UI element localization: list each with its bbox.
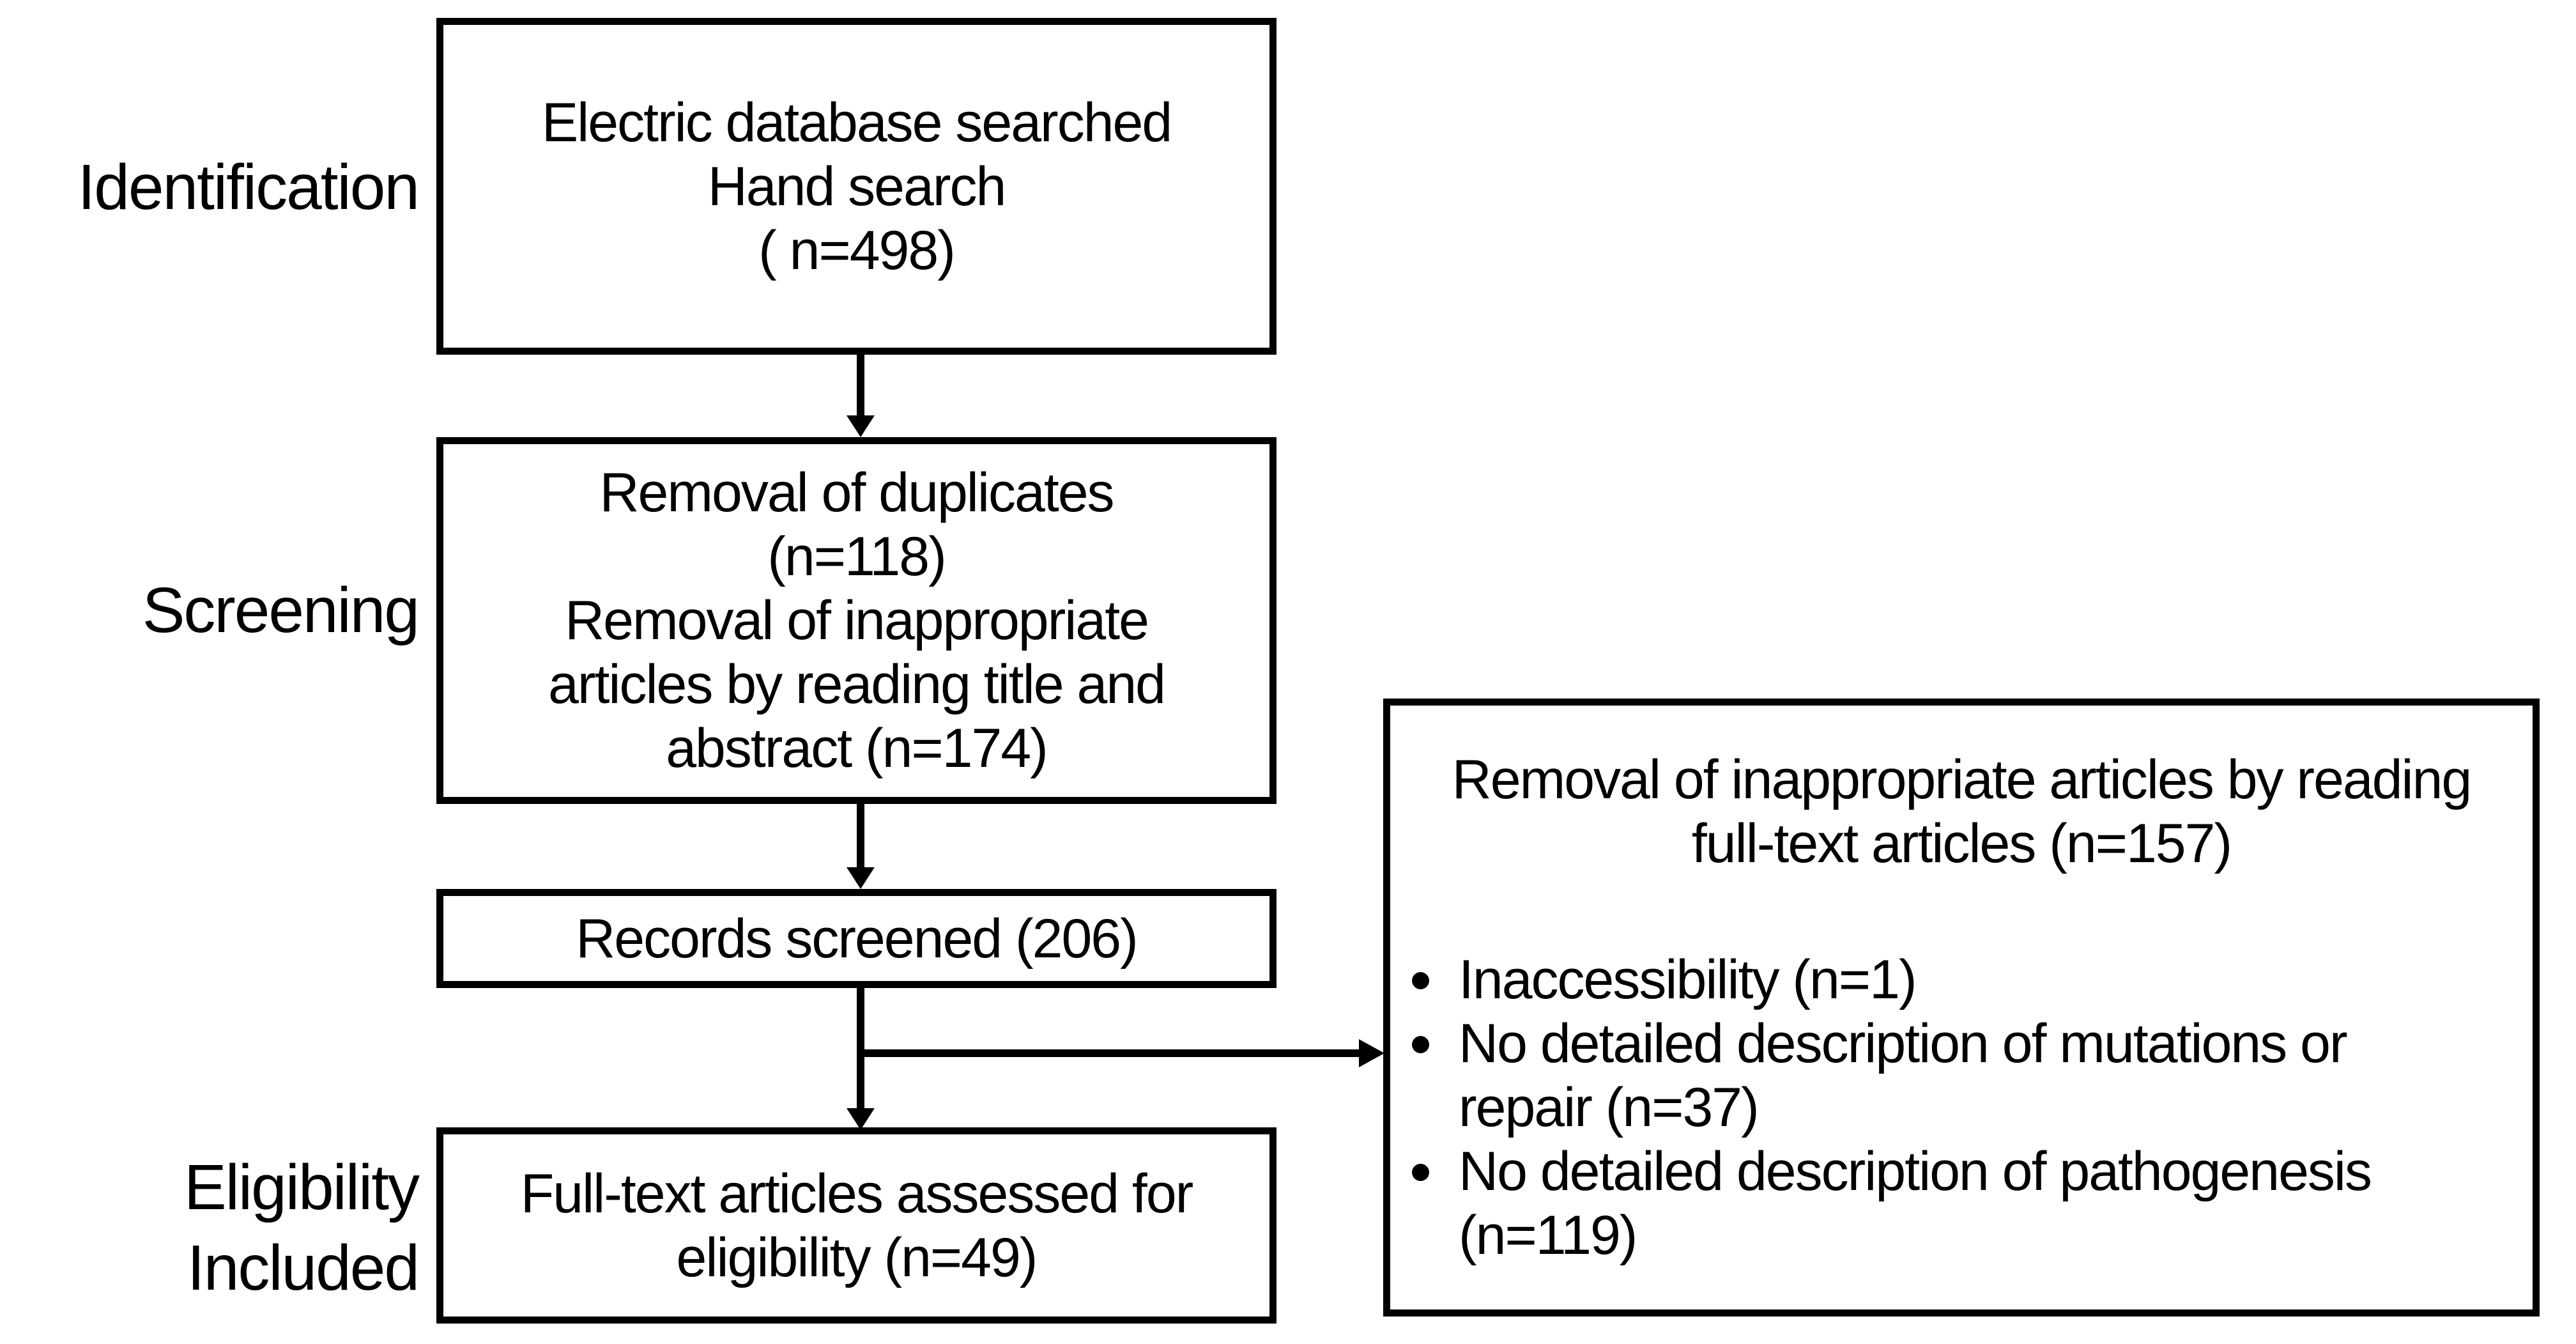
- list-item-no-mutation-description: No detailed description of mutations or …: [1412, 1012, 2520, 1139]
- box-line: abstract (n=174): [666, 718, 1048, 779]
- bullet-line: No detailed description of pathogenesis: [1459, 1141, 2372, 1202]
- bullet-line: repair (n=37): [1459, 1077, 1759, 1138]
- box-line: articles by reading title and: [548, 654, 1166, 715]
- exclusion-title: Removal of inappropriate articles by rea…: [1390, 748, 2533, 876]
- bullet-icon: [1412, 1164, 1429, 1181]
- box-line: Removal of duplicates: [599, 462, 1114, 523]
- arrow-down-icon: [847, 415, 875, 437]
- box-fulltext-assessed: Full-text articles assessed for eligibil…: [436, 1127, 1276, 1324]
- arrow-down-icon: [847, 1108, 875, 1130]
- box-database-searched: Electric database searched Hand search (…: [436, 18, 1276, 355]
- bullet-line: (n=119): [1459, 1205, 1637, 1266]
- box-line: Records screened (206): [576, 908, 1138, 969]
- stage-label-screening: Screening: [0, 570, 420, 651]
- arrow-removal-to-screened-shaft: [857, 804, 864, 870]
- box-line: Removal of inappropriate: [565, 590, 1149, 651]
- bullet-line: Inaccessibility (n=1): [1459, 949, 1917, 1010]
- bullet-line: No detailed description of mutations or: [1459, 1013, 2348, 1074]
- box-line: Removal of inappropriate articles by rea…: [1452, 749, 2472, 810]
- box-removal-duplicates: Removal of duplicates (n=118) Removal of…: [436, 437, 1276, 804]
- arrow-right-icon: [1359, 1039, 1384, 1067]
- box-records-screened: Records screened (206): [436, 889, 1276, 988]
- stage-label-included-text: Included: [187, 1232, 420, 1304]
- box-line: Full-text articles assessed for: [520, 1162, 1194, 1224]
- exclusion-reason-list: Inaccessibility (n=1) No detailed descri…: [1390, 948, 2533, 1267]
- box-line: Electric database searched: [541, 91, 1172, 153]
- bullet-icon: [1412, 1036, 1429, 1053]
- stage-label-text: Screening: [142, 575, 420, 646]
- bullet-icon: [1412, 972, 1429, 989]
- box-line: eligibility (n=49): [676, 1226, 1038, 1288]
- box-fulltext-exclusions: Removal of inappropriate articles by rea…: [1383, 699, 2540, 1317]
- stage-label-eligibility-included: Eligibility Included: [0, 1147, 420, 1308]
- list-item-no-pathogenesis-description: No detailed description of pathogenesis …: [1412, 1139, 2520, 1267]
- arrow-down-icon: [847, 867, 875, 889]
- box-line: full-text articles (n=157): [1691, 813, 2232, 874]
- arrow-branch-to-exclusions-shaft: [861, 1049, 1359, 1057]
- box-line: (n=118): [767, 526, 946, 587]
- stage-label-text: Identification: [77, 151, 420, 223]
- arrow-search-to-removal-shaft: [857, 353, 864, 417]
- box-line: ( n=498): [758, 219, 956, 281]
- stage-label-identification: Identification: [0, 147, 420, 228]
- list-item-inaccessibility: Inaccessibility (n=1): [1412, 948, 2520, 1012]
- stage-label-eligibility-text: Eligibility: [183, 1152, 420, 1223]
- box-line: Hand search: [707, 155, 1007, 217]
